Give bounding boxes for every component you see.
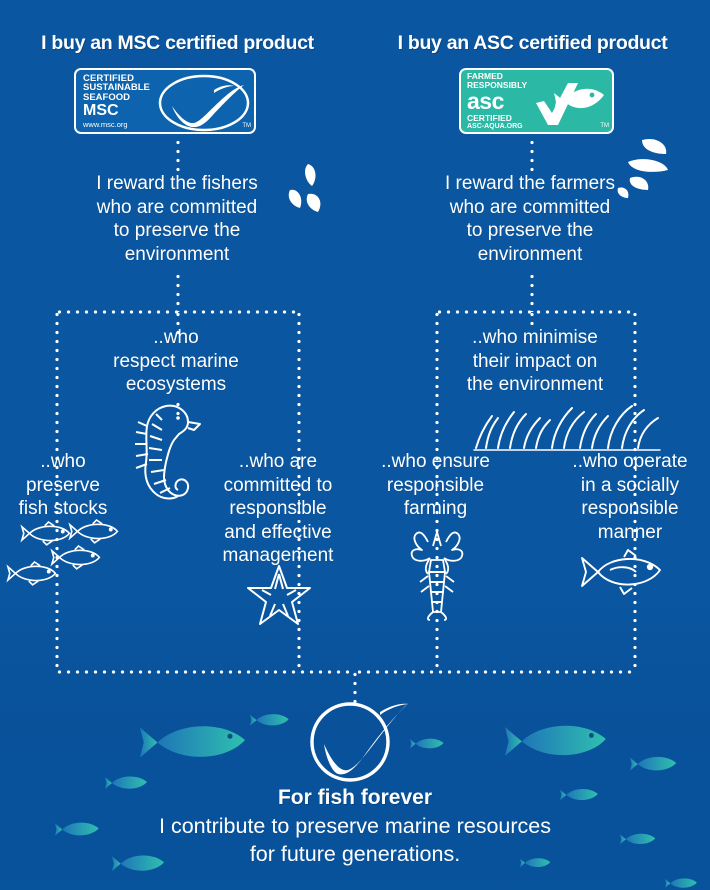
msc-logo-line2: SUSTAINABLE (83, 82, 150, 93)
msc-logo-url: www.msc.org (83, 120, 128, 129)
msc-logo-line4: MSC (83, 102, 119, 119)
asc-logo-line4: CERTIFIED (467, 113, 512, 124)
connector-msc-branch-left-down (55, 310, 59, 673)
asc-logo-line2: RESPONSIBLY (467, 79, 528, 90)
msc-logo-line3: SEAFOOD (83, 91, 130, 103)
msc-fish-tick-icon (158, 74, 250, 132)
msc-certification-logo[interactable]: CERTIFIED SUSTAINABLE SEAFOOD MSC www.ms… (74, 68, 256, 134)
connector-asc-branch-left-down (435, 310, 439, 673)
msc-trademark-label: TM (242, 123, 251, 129)
asc-column-headline: I buy an ASC certified product (397, 32, 668, 54)
asc-logo-wordmark: asc (467, 88, 504, 115)
asc-logo-line1: FARMED (467, 71, 503, 82)
connector-msc-branch-to-ecosystems (176, 310, 180, 336)
connector-msc-reward-to-branch (176, 272, 180, 312)
starfish-icon (247, 565, 311, 625)
footer-subtitle: I contribute to preserve marine resource… (159, 814, 551, 866)
asc-trademark-label: TM (600, 123, 609, 129)
connector-asc-branch-bar (435, 310, 635, 314)
asc-node-minimise-impact-environment: ..who minimise their impact on the envir… (466, 327, 604, 395)
asc-node-ensure-responsible-farming: ..who ensure responsible farming (381, 451, 490, 519)
fish-school-icon (6, 518, 119, 586)
asc-reward-text: I reward the farmers who are committed t… (445, 173, 615, 265)
connector-msc-logo-to-reward (176, 138, 180, 174)
footer-title: For fish forever (277, 786, 433, 809)
msc-logo-line1: CERTIFIED (83, 72, 135, 84)
asc-certification-logo[interactable]: FARMED RESPONSIBLY asc CERTIFIED ASC-AQU… (459, 68, 614, 134)
msc-node-respect-marine-ecosystems: ..who respect marine ecosystems (113, 327, 239, 395)
seahorse-icon (135, 404, 201, 500)
connector-asc-logo-to-reward (530, 138, 534, 174)
msc-node-preserve-fish-stocks: ..who preserve fish stocks (18, 451, 108, 519)
msc-node-responsible-effective-management: ..who are committed to responsible and e… (222, 451, 334, 566)
asc-logo-url: ASC-AQUA.ORG (467, 122, 523, 130)
connector-msc-preserve-stub (176, 400, 180, 420)
asc-node-operate-socially-responsible: ..who operate in a socially responsible … (572, 451, 688, 543)
connector-bottom-to-tick (353, 670, 357, 704)
connector-asc-reward-to-branch (530, 272, 534, 312)
asc-fish-tick-icon (536, 83, 604, 125)
connector-asc-branch-to-minimise (530, 310, 534, 326)
circle-checkmark-icon (310, 702, 409, 782)
connector-asc-branch-right-down (633, 310, 637, 673)
connector-msc-bottom-bar (55, 670, 355, 674)
fish-icon (581, 549, 661, 595)
msc-column-headline: I buy an MSC certified product (41, 32, 314, 54)
msc-reward-text: I reward the fishers who are committed t… (96, 173, 258, 265)
connector-asc-bottom-bar (355, 670, 635, 674)
connector-msc-branch-right-down (297, 310, 301, 673)
